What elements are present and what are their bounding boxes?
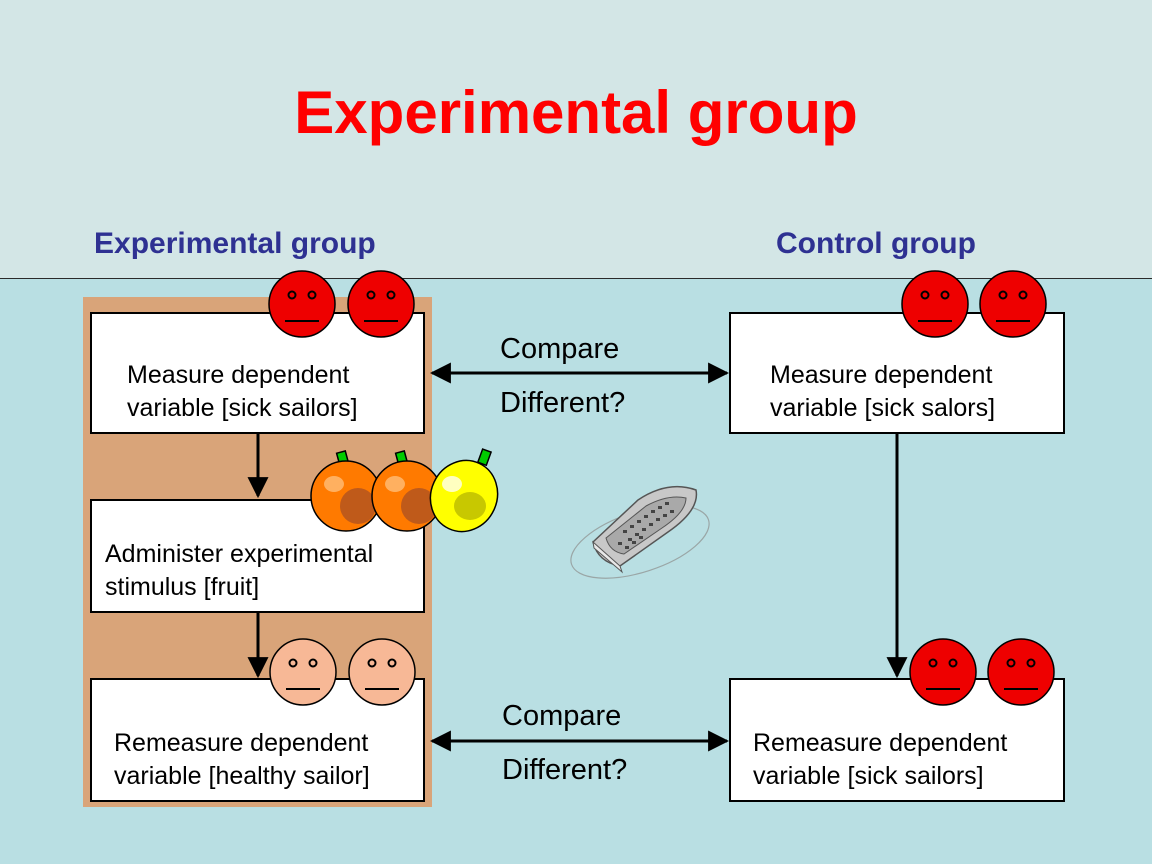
orange-icon <box>310 449 382 532</box>
different-label-bottom: Different? <box>502 754 628 786</box>
box-line-2: variable [healthy sailor] <box>114 762 370 790</box>
sick-face-icon <box>901 270 969 338</box>
divider-line <box>0 278 1152 279</box>
box-line-2: variable [sick sailors] <box>127 394 358 422</box>
box-administer-stimulus: Administer experimental stimulus [fruit] <box>90 499 425 613</box>
heading-experimental-group: Experimental group <box>94 227 376 260</box>
orange-icon <box>371 449 443 532</box>
title-band <box>0 0 1152 279</box>
box-line-1: Remeasure dependent <box>114 729 369 757</box>
sick-face-icon <box>987 638 1055 706</box>
heading-control-group: Control group <box>776 227 976 260</box>
sick-face-icon <box>268 270 336 338</box>
sick-face-icon <box>909 638 977 706</box>
box-line-1: Administer experimental <box>105 540 374 568</box>
box-line-1: Measure dependent <box>127 361 350 389</box>
box-line-2: variable [sick sailors] <box>753 762 984 790</box>
lemon-icon <box>429 448 499 533</box>
healthy-face-icon <box>269 638 337 706</box>
different-label-top: Different? <box>500 387 626 419</box>
box-line-2: variable [sick salors] <box>770 394 996 422</box>
healthy-face-icon <box>348 638 416 706</box>
sick-face-icon <box>979 270 1047 338</box>
box-line-1: Remeasure dependent <box>753 729 1008 757</box>
ship-icon <box>570 485 710 579</box>
compare-label-bottom: Compare <box>502 700 622 732</box>
box-line-2: stimulus [fruit] <box>105 573 260 601</box>
slide-title: Experimental group <box>294 79 858 146</box>
sick-face-icon <box>347 270 415 338</box>
compare-label-top: Compare <box>500 333 620 365</box>
box-line-1: Measure dependent <box>770 361 993 389</box>
box-measure-control: Measure dependent variable [sick salors] <box>729 312 1065 434</box>
